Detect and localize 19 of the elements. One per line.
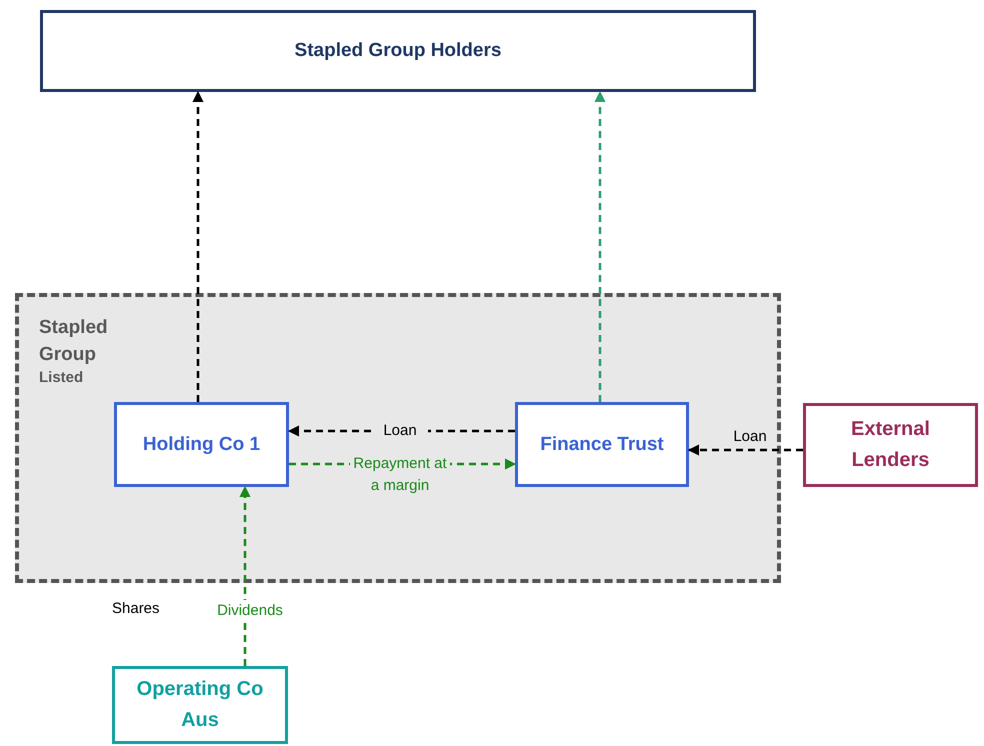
entity-box xyxy=(515,402,689,487)
entity-name: Operating Co Aus xyxy=(136,677,264,733)
group-container xyxy=(15,293,781,583)
group-subtitle: Listed xyxy=(39,369,84,386)
group-title: Stapled Group xyxy=(39,316,109,367)
arrow xyxy=(192,90,204,402)
arrow xyxy=(239,486,251,666)
flow-label: Shares xyxy=(112,600,160,617)
entity-name: Finance Trust xyxy=(539,432,665,457)
entity-box xyxy=(803,403,978,487)
arrow xyxy=(688,444,803,456)
entity-box xyxy=(112,666,288,744)
entity-name: Stapled Group Holders xyxy=(294,39,502,64)
entity-name: Holding Co 1 xyxy=(142,432,262,457)
arrow xyxy=(594,90,606,402)
edge-label: Loan xyxy=(732,427,768,447)
entity-name: External Lenders xyxy=(850,417,931,473)
entity-box xyxy=(40,10,756,92)
entity-box xyxy=(114,402,289,487)
